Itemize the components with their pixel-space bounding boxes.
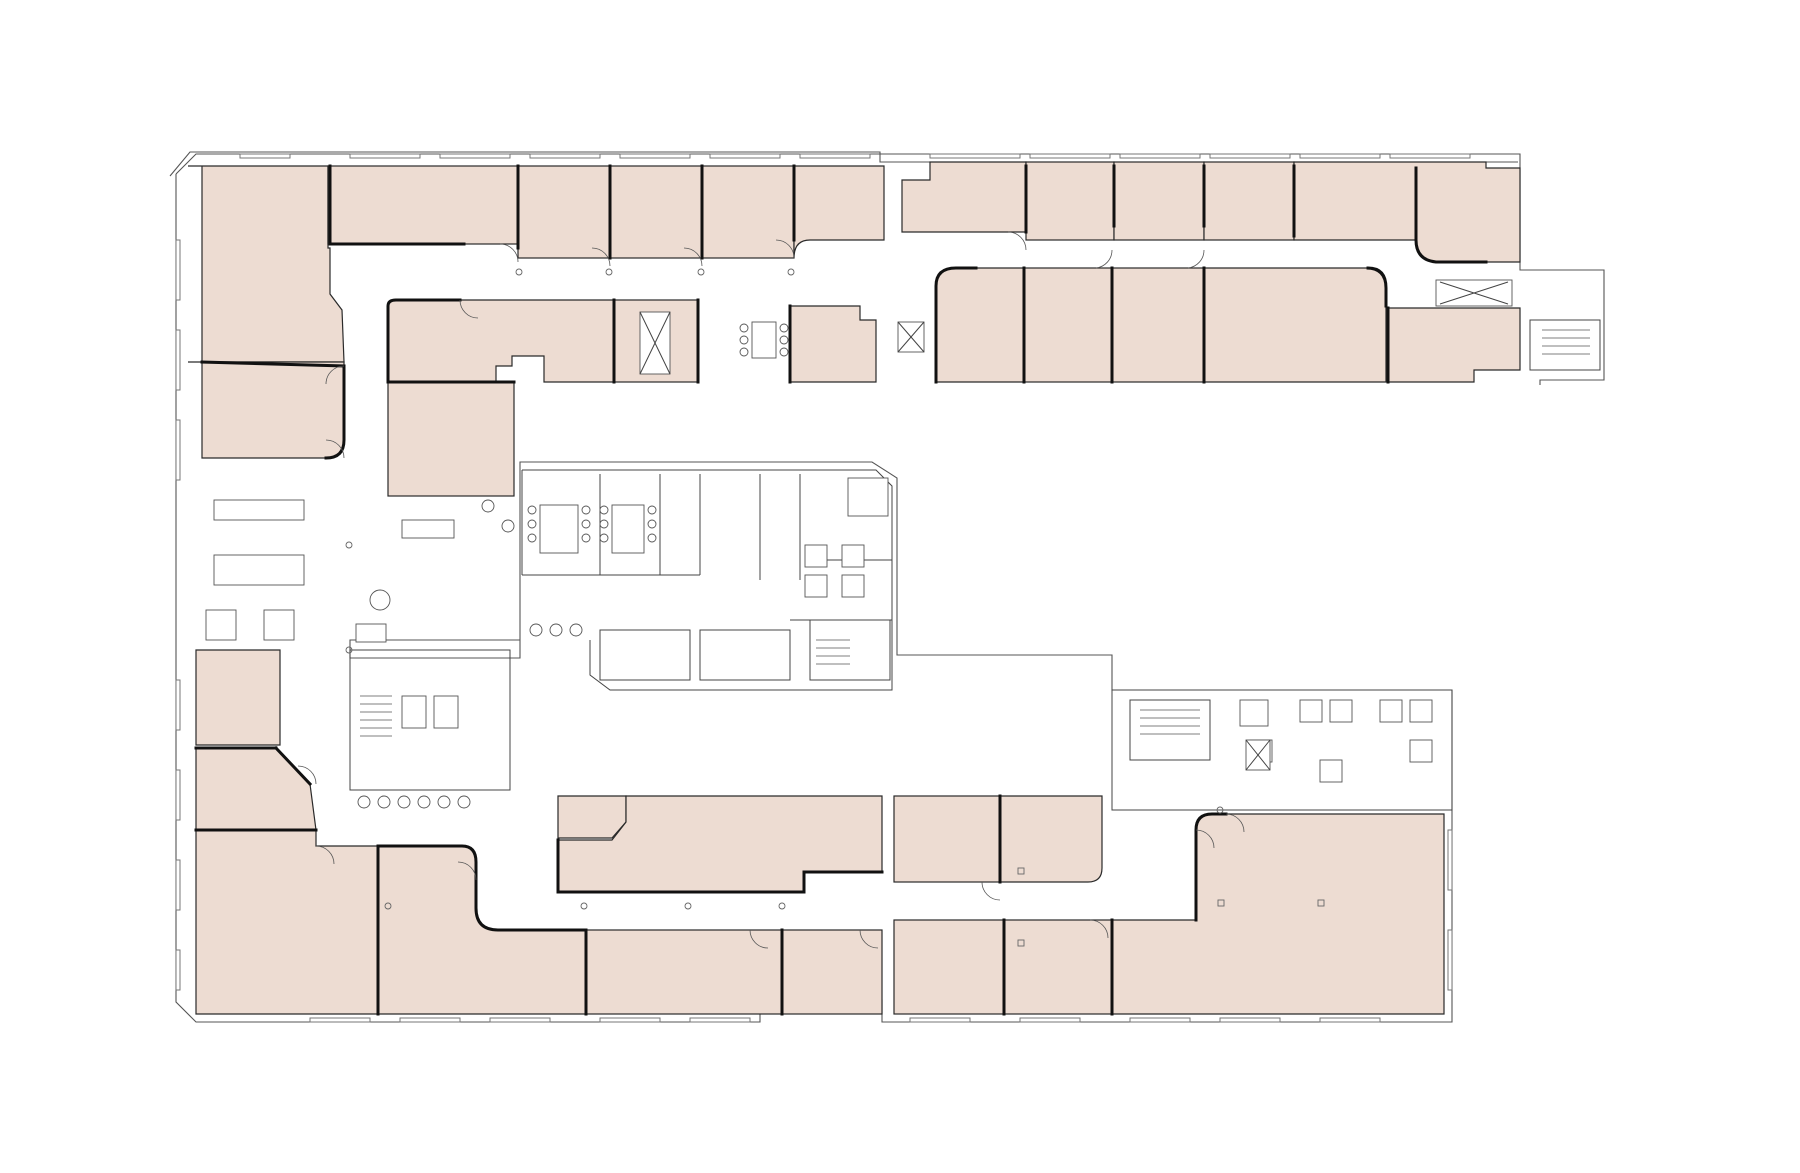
room	[195, 829, 379, 1015]
room	[793, 165, 885, 259]
room	[195, 649, 281, 746]
room	[893, 795, 1001, 883]
room	[387, 299, 615, 383]
room	[188, 165, 345, 363]
room	[1025, 161, 1115, 241]
room	[327, 165, 519, 245]
room	[1113, 161, 1205, 241]
left-wing-rooms	[195, 649, 379, 1015]
room	[557, 795, 627, 839]
stairs	[349, 319, 1601, 791]
lounge-furniture	[205, 499, 583, 809]
room	[195, 747, 317, 831]
room	[609, 165, 703, 259]
top-wing-rooms	[188, 161, 1521, 363]
central-core	[521, 469, 893, 691]
columns	[345, 268, 1325, 947]
upper-inner-rooms	[188, 267, 1521, 497]
room	[188, 361, 345, 459]
room	[1003, 919, 1113, 1015]
room	[935, 267, 1025, 383]
room	[517, 165, 611, 259]
room	[387, 381, 515, 497]
room	[789, 305, 877, 383]
meeting-furniture	[527, 321, 789, 554]
room	[893, 919, 1005, 1015]
room	[1023, 267, 1113, 383]
lower-right-core	[1111, 689, 1453, 811]
elevators	[639, 279, 1513, 771]
walls	[194, 164, 1488, 1016]
room	[1203, 161, 1295, 241]
room	[1387, 307, 1521, 383]
room	[901, 161, 1027, 233]
windows	[175, 153, 1471, 1023]
room	[999, 795, 1103, 883]
bottom-wing-rooms	[377, 795, 1445, 1015]
room	[1111, 813, 1445, 1015]
room	[1203, 267, 1387, 383]
door-swings	[297, 231, 1245, 949]
room	[1293, 161, 1521, 263]
room	[781, 929, 883, 1015]
room	[701, 165, 795, 259]
room	[1111, 267, 1205, 383]
room	[585, 929, 783, 1015]
